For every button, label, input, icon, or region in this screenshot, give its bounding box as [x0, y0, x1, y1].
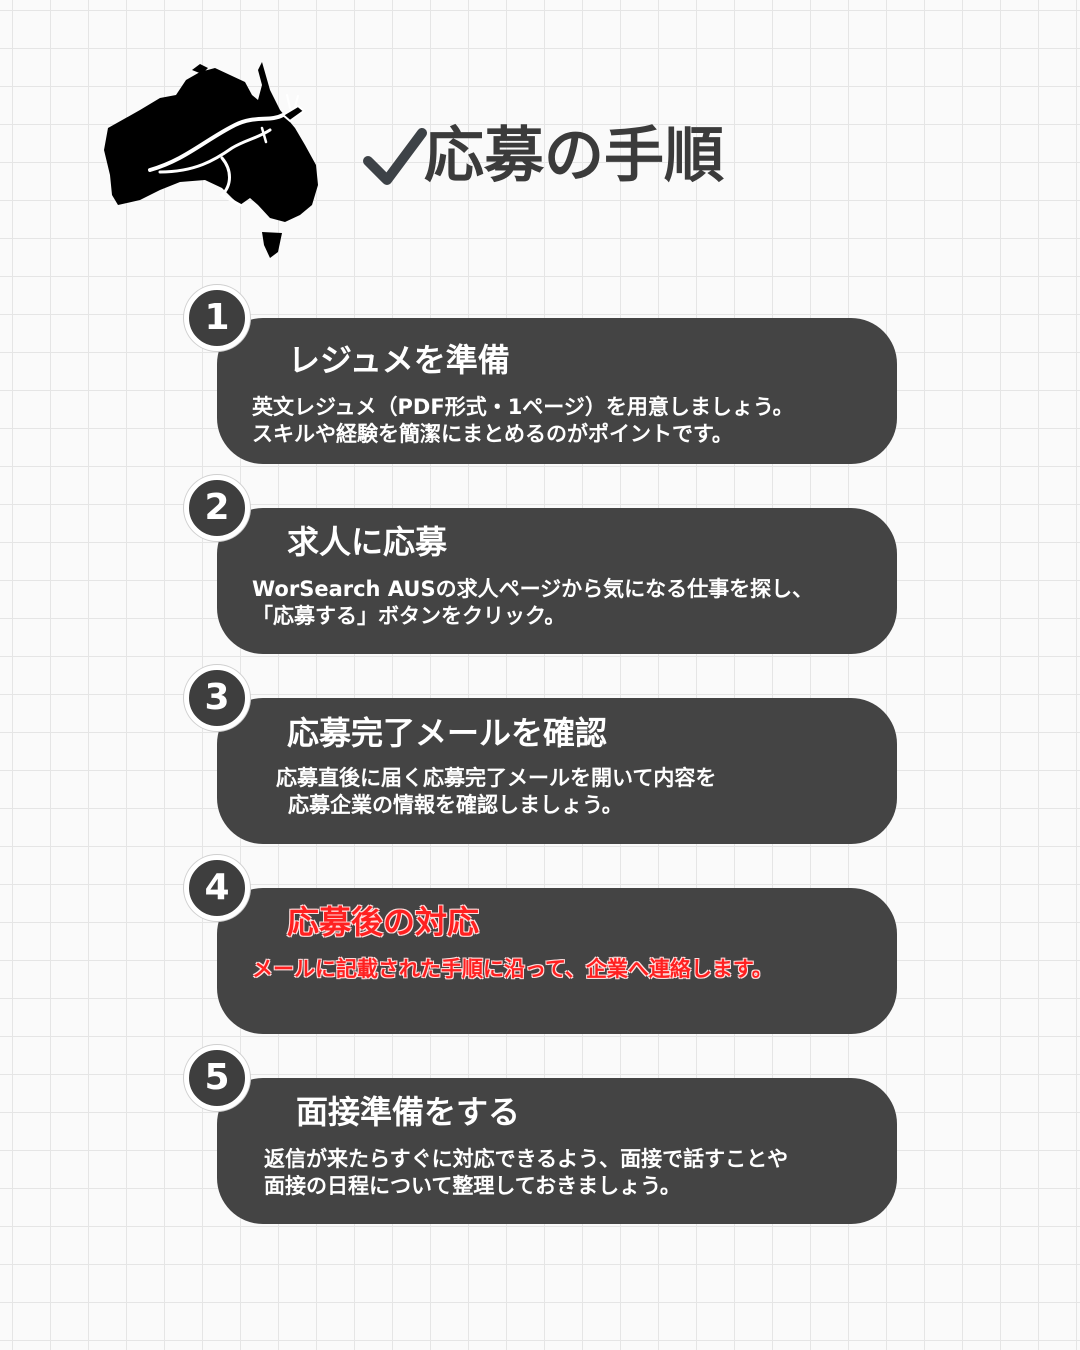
step-title: 面接準備をする — [296, 1093, 521, 1131]
step-description: 応募直後に届く応募完了メールを開いて内容を 応募企業の情報を確認しましょう。 — [276, 765, 716, 819]
step-title: 求人に応募 — [287, 523, 448, 561]
step-title: レジュメを準備 — [288, 341, 510, 379]
step-card: 応募後の対応 メールに記載された手順に沿って、企業へ連絡します。 — [217, 888, 897, 1034]
step-description-line: WorSearch AUSの求人ページから気になる仕事を探し、 — [252, 577, 814, 601]
step-description-line: 面接の日程について整理しておきましょう。 — [264, 1174, 681, 1198]
step-description-line: 返信が来たらすぐに対応できるよう、面接で話すことや — [264, 1147, 789, 1171]
step-description-line: 応募企業の情報を確認しましょう。 — [288, 793, 623, 817]
step-description-line: メールに記載された手順に沿って、企業へ連絡します。 — [252, 957, 773, 981]
step-number-badge: 3 — [184, 665, 250, 731]
step-number-badge: 5 — [184, 1045, 250, 1111]
step-number-badge: 2 — [184, 475, 250, 541]
page-title: 応募の手順 — [424, 121, 724, 191]
step-title: 応募完了メールを確認 — [287, 714, 608, 752]
step-description-line: 英文レジュメ（PDF形式・1ページ）を用意しましょう。 — [252, 395, 794, 419]
step-card: 応募完了メールを確認 応募直後に届く応募完了メールを開いて内容を 応募企業の情報… — [217, 698, 897, 844]
step-card: 求人に応募 WorSearch AUSの求人ページから気になる仕事を探し、 「応… — [217, 508, 897, 654]
step-card: 面接準備をする 返信が来たらすぐに対応できるよう、面接で話すことや 面接の日程に… — [217, 1078, 897, 1224]
checkmark-icon — [363, 128, 427, 185]
step-description-line: スキルや経験を簡潔にまとめるのがポイントです。 — [252, 422, 733, 446]
step-description: 返信が来たらすぐに対応できるよう、面接で話すことや 面接の日程について整理してお… — [264, 1146, 788, 1200]
step-description: メールに記載された手順に沿って、企業へ連絡します。 — [252, 956, 773, 983]
step-number-badge: 4 — [184, 855, 250, 921]
step-card: レジュメを準備 英文レジュメ（PDF形式・1ページ）を用意しましょう。 スキルや… — [217, 318, 897, 464]
step-description: WorSearch AUSの求人ページから気になる仕事を探し、 「応募する」ボタ… — [252, 576, 813, 630]
step-title-highlighted: 応募後の対応 — [287, 903, 480, 941]
australia-kangaroo-icon — [104, 62, 318, 258]
step-description: 英文レジュメ（PDF形式・1ページ）を用意しましょう。 スキルや経験を簡潔にまと… — [252, 394, 794, 448]
step-description-line: 応募直後に届く応募完了メールを開いて内容を — [276, 766, 717, 790]
step-number-badge: 1 — [184, 285, 250, 351]
step-description-line: 「応募する」ボタンをクリック。 — [252, 604, 566, 628]
